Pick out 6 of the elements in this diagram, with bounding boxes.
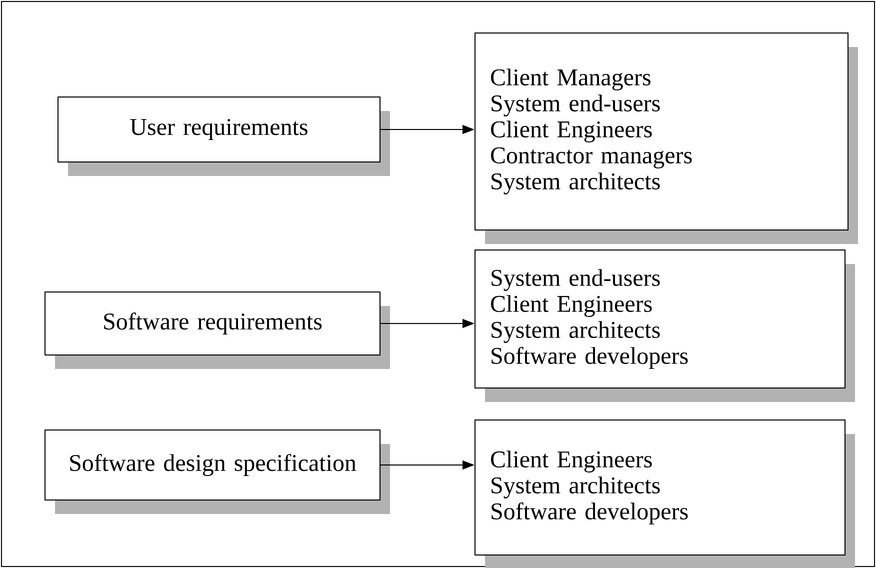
process-box: User requirements bbox=[58, 96, 390, 176]
list-box: Client Engineers System architects Software developers bbox=[474, 420, 855, 568]
list-box: System end-users Client Engineers System architects Software developers bbox=[474, 250, 855, 402]
process-box: Software design specification bbox=[44, 430, 390, 514]
list-box: Client Managers System end-users Client Engineers Contractor managers System architects bbox=[474, 32, 858, 244]
process-box: Software requirements bbox=[44, 292, 390, 369]
